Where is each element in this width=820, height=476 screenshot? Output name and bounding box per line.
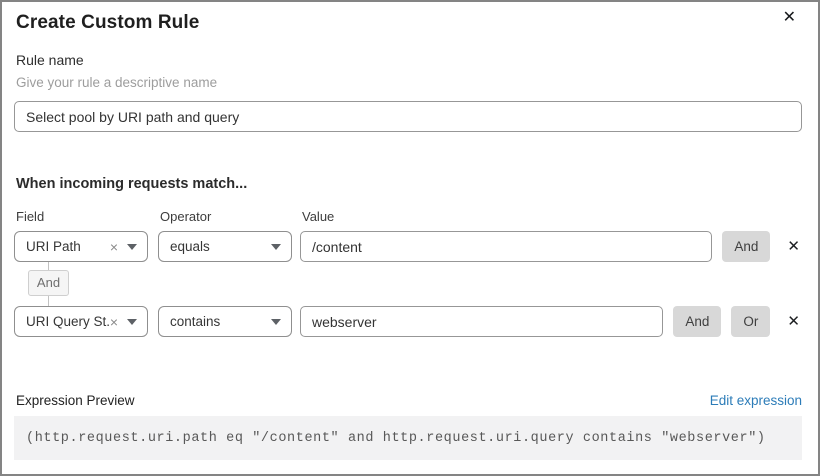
clear-field-icon[interactable]: × [109,238,118,255]
close-icon[interactable]: ✕ [782,9,796,26]
chevron-down-icon [271,243,281,250]
field-select[interactable]: URI Query St... × [14,306,148,337]
rule-name-helper: Give your rule a descriptive name [16,75,218,90]
condition-value-input[interactable] [300,306,664,337]
connector-and-badge: And [28,270,69,296]
field-select-value: URI Query St... [26,314,110,329]
add-and-condition-button[interactable]: And [673,306,722,337]
condition-row: URI Path × equals And ✕ [14,231,802,262]
expression-preview-header: Expression Preview Edit expression [14,393,802,408]
operator-select-value: contains [170,314,221,329]
dialog-title: Create Custom Rule [16,12,200,33]
add-and-condition-button[interactable]: And [722,231,771,262]
add-or-condition-button[interactable]: Or [731,306,771,337]
field-select-value: URI Path [26,239,81,254]
operator-column-label: Operator [160,209,212,224]
connector-line-top [48,262,49,270]
field-select[interactable]: URI Path × [14,231,148,262]
value-column-label: Value [302,209,335,224]
operator-select-value: equals [170,239,210,254]
expression-code-preview: (http.request.uri.path eq "/content" and… [14,416,802,460]
condition-connector: And [28,262,69,306]
rule-name-label: Rule name [16,52,84,68]
match-section-heading: When incoming requests match... [16,176,248,192]
edit-expression-link[interactable]: Edit expression [709,393,802,408]
delete-condition-icon[interactable]: ✕ [787,238,800,255]
operator-select[interactable]: equals [158,231,292,262]
delete-condition-icon[interactable]: ✕ [787,313,800,330]
chevron-down-icon [127,243,137,250]
rule-name-input[interactable] [14,101,802,132]
chevron-down-icon [271,318,281,325]
field-column-label: Field [16,209,45,224]
expression-preview-label: Expression Preview [16,393,135,408]
chevron-down-icon [127,318,137,325]
connector-line-bottom [48,296,49,306]
clear-field-icon[interactable]: × [109,313,118,330]
condition-value-input[interactable] [300,231,713,262]
condition-row: URI Query St... × contains And Or ✕ [14,306,802,337]
operator-select[interactable]: contains [158,306,292,337]
condition-column-labels: Field Operator Value [14,209,800,224]
